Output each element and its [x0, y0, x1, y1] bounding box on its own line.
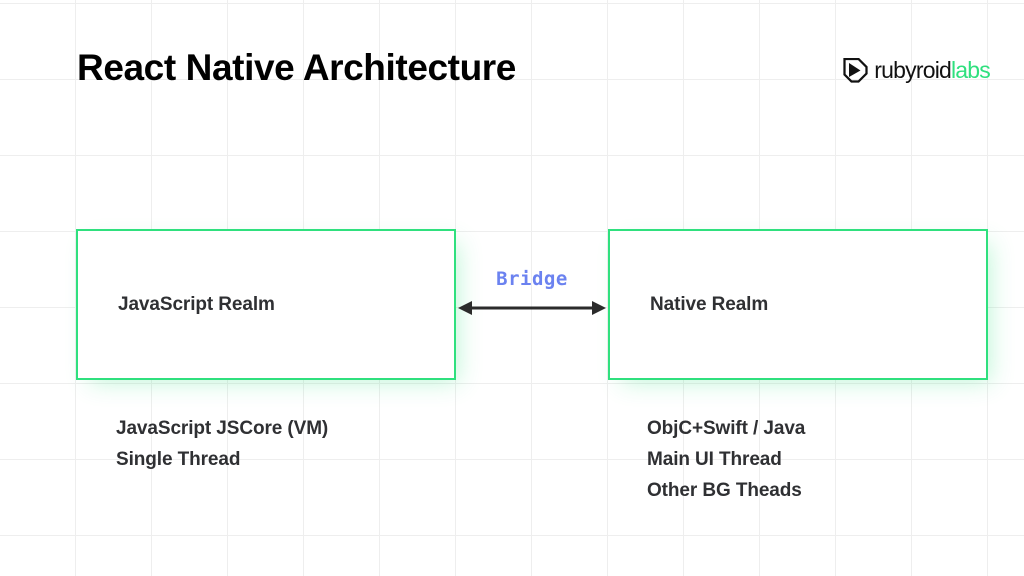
realm-title-javascript: JavaScript Realm	[118, 293, 275, 315]
caption-javascript: JavaScript JSCore (VM) Single Thread	[116, 413, 328, 475]
realm-title-native: Native Realm	[650, 293, 769, 315]
caption-line: Other BG Theads	[647, 480, 802, 501]
caption-native: ObjC+Swift / Java Main UI Thread Other B…	[647, 413, 805, 506]
logo-word-dark: rubyroid	[874, 56, 952, 83]
brand-logo: rubyroidlabs	[843, 56, 991, 84]
logo-word-accent: labs	[951, 56, 991, 83]
realm-box-native: Native Realm	[608, 229, 988, 380]
realm-box-javascript: JavaScript Realm	[76, 229, 456, 380]
rubyroid-labs-mark-icon	[843, 57, 868, 83]
caption-line: JavaScript JSCore (VM)	[116, 418, 329, 439]
bridge-double-arrow-icon	[458, 301, 606, 315]
caption-line: ObjC+Swift / Java	[647, 418, 806, 439]
bridge-label: Bridge	[496, 268, 568, 290]
caption-line: Main UI Thread	[647, 449, 782, 470]
caption-line: Single Thread	[116, 449, 241, 470]
logo-wordmark: rubyroidlabs	[874, 56, 991, 83]
page-title: React Native Architecture	[77, 47, 516, 88]
